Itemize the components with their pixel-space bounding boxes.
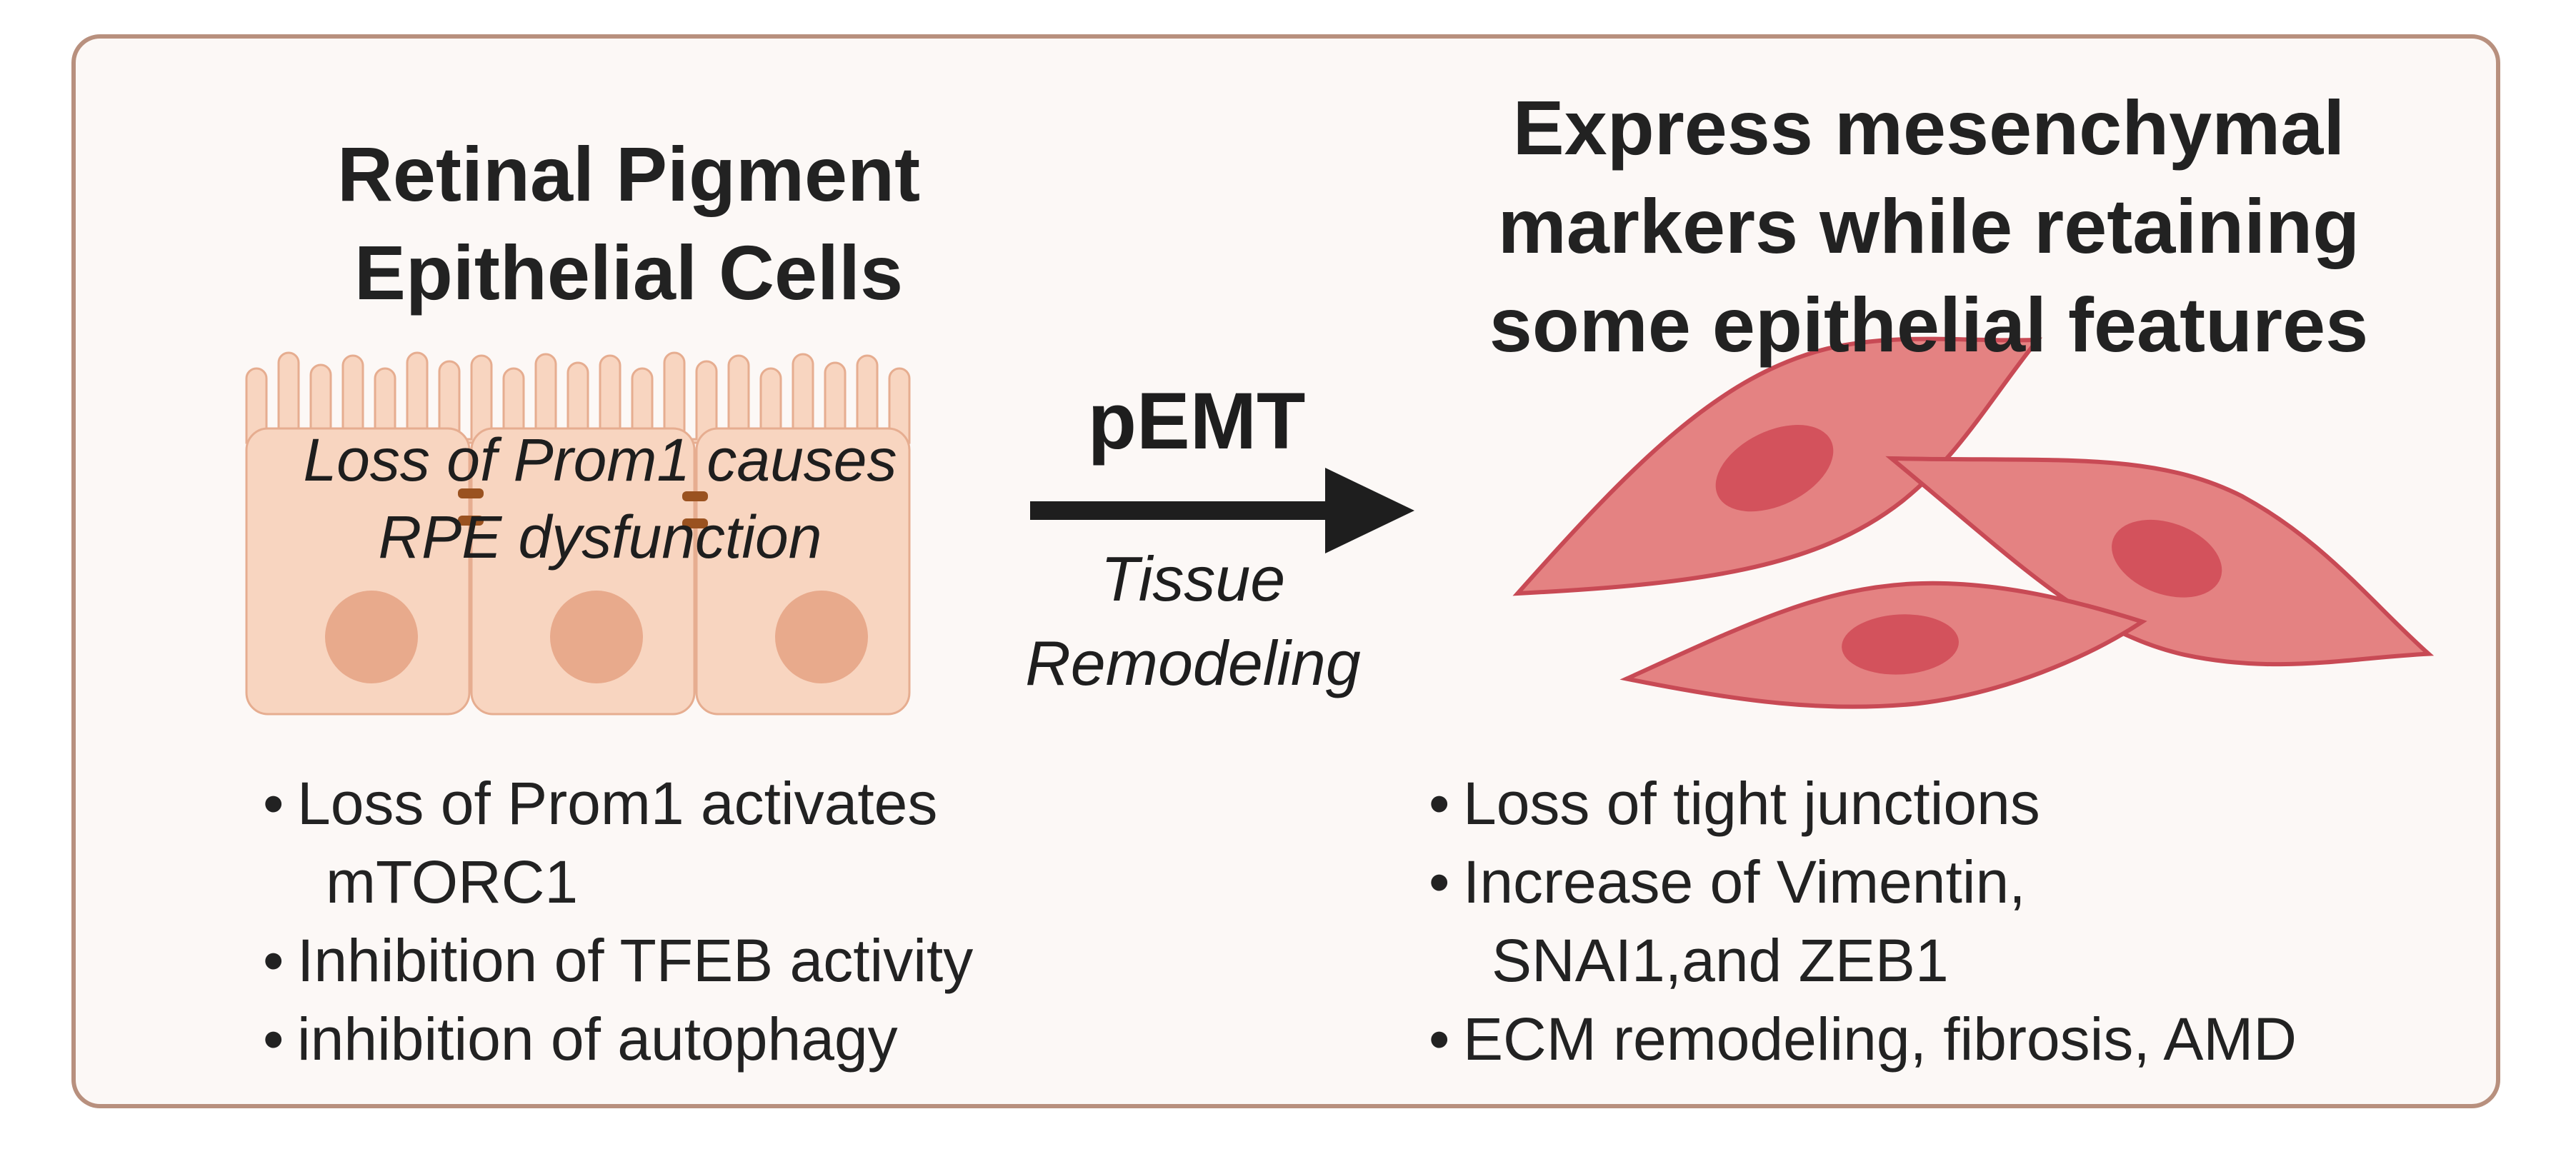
mesenchymal-title-line: some epithelial features bbox=[1489, 281, 2369, 368]
bullet-text: inhibition of autophagy bbox=[297, 1005, 898, 1073]
bullet-dot: • bbox=[1429, 848, 1450, 915]
rpe-title-line: Epithelial Cells bbox=[354, 229, 904, 316]
rpe-cell-layer bbox=[245, 351, 911, 716]
bullet-dot: • bbox=[1429, 1005, 1450, 1073]
rpe-bullet-list: • Loss of Prom1 activates mTORC1 • Inhib… bbox=[257, 764, 973, 1078]
bullet-text: ECM remodeling, fibrosis, AMD bbox=[1463, 1005, 2297, 1073]
bullet-item: • Inhibition of TFEB activity bbox=[257, 921, 973, 1000]
bullet-item: • inhibition of autophagy bbox=[257, 1000, 973, 1078]
arrow-head bbox=[1325, 468, 1414, 553]
bullet-text: Inhibition of TFEB activity bbox=[297, 927, 974, 994]
bullet-item: • ECM remodeling, fibrosis, AMD bbox=[1423, 1000, 2297, 1078]
bullet-dot: • bbox=[263, 770, 284, 837]
arrow-label: pEMT bbox=[1087, 376, 1306, 466]
tight-junction bbox=[458, 488, 484, 498]
bullet-item: • Loss of Prom1 activates mTORC1 bbox=[257, 764, 973, 921]
cell-nucleus bbox=[1842, 614, 1959, 675]
tight-junction bbox=[682, 491, 708, 501]
mesenchymal-cells bbox=[1512, 336, 2435, 709]
cell-nucleus bbox=[2112, 519, 2222, 598]
tight-junction bbox=[458, 516, 484, 526]
bullet-item: • Increase of Vimentin, SNAI1,and ZEB1 bbox=[1423, 843, 2297, 1000]
mesenchymal-title-line: markers while retaining bbox=[1497, 183, 2360, 269]
pemt-arrow bbox=[1030, 468, 1414, 553]
cell-nucleus bbox=[1715, 425, 1834, 512]
mesenchymal-title: Express mesenchymal markers while retain… bbox=[1286, 79, 2572, 374]
bullet-text: Loss of tight junctions bbox=[1463, 770, 2040, 837]
mesenchymal-cell bbox=[1619, 581, 2147, 709]
rpe-title-line: Retinal Pigment bbox=[336, 131, 921, 217]
rpe-title: Retinal Pigment Epithelial Cells bbox=[236, 125, 1022, 322]
mesenchymal-title-line: Express mesenchymal bbox=[1512, 84, 2345, 171]
rpe-nucleus bbox=[325, 591, 418, 683]
mesenchymal-bullet-list: • Loss of tight junctions • Increase of … bbox=[1423, 764, 2297, 1078]
rpe-nucleus bbox=[550, 591, 643, 683]
mesenchymal-cell bbox=[1512, 336, 2042, 596]
rpe-caption-line: RPE dysfunction bbox=[378, 503, 822, 571]
rpe-caption: Loss of Prom1 causes RPE dysfunction bbox=[243, 421, 957, 576]
bullet-dot: • bbox=[263, 1005, 284, 1073]
rpe-caption-line: Loss of Prom1 causes bbox=[303, 426, 897, 493]
bullet-text: Increase of Vimentin, bbox=[1463, 848, 2026, 915]
arrow-sublabel-line: Remodeling bbox=[1025, 628, 1361, 698]
tight-junction bbox=[682, 518, 708, 528]
bullet-text: Loss of Prom1 activates bbox=[297, 770, 938, 837]
bullet-item: • Loss of tight junctions bbox=[1423, 764, 2297, 843]
rpe-nucleus bbox=[775, 591, 868, 683]
bullet-dot: • bbox=[263, 927, 284, 994]
arrow-sublabel: Tissue Remodeling bbox=[979, 537, 1407, 706]
bullet-dot: • bbox=[1429, 770, 1450, 837]
bullet-text-continued: mTORC1 bbox=[326, 848, 579, 915]
rpe-microvilli-band bbox=[245, 351, 911, 444]
mesenchymal-cell bbox=[1885, 456, 2435, 667]
arrow-sublabel-line: Tissue bbox=[1100, 543, 1286, 614]
bullet-text-continued: SNAI1,and ZEB1 bbox=[1492, 927, 1949, 994]
